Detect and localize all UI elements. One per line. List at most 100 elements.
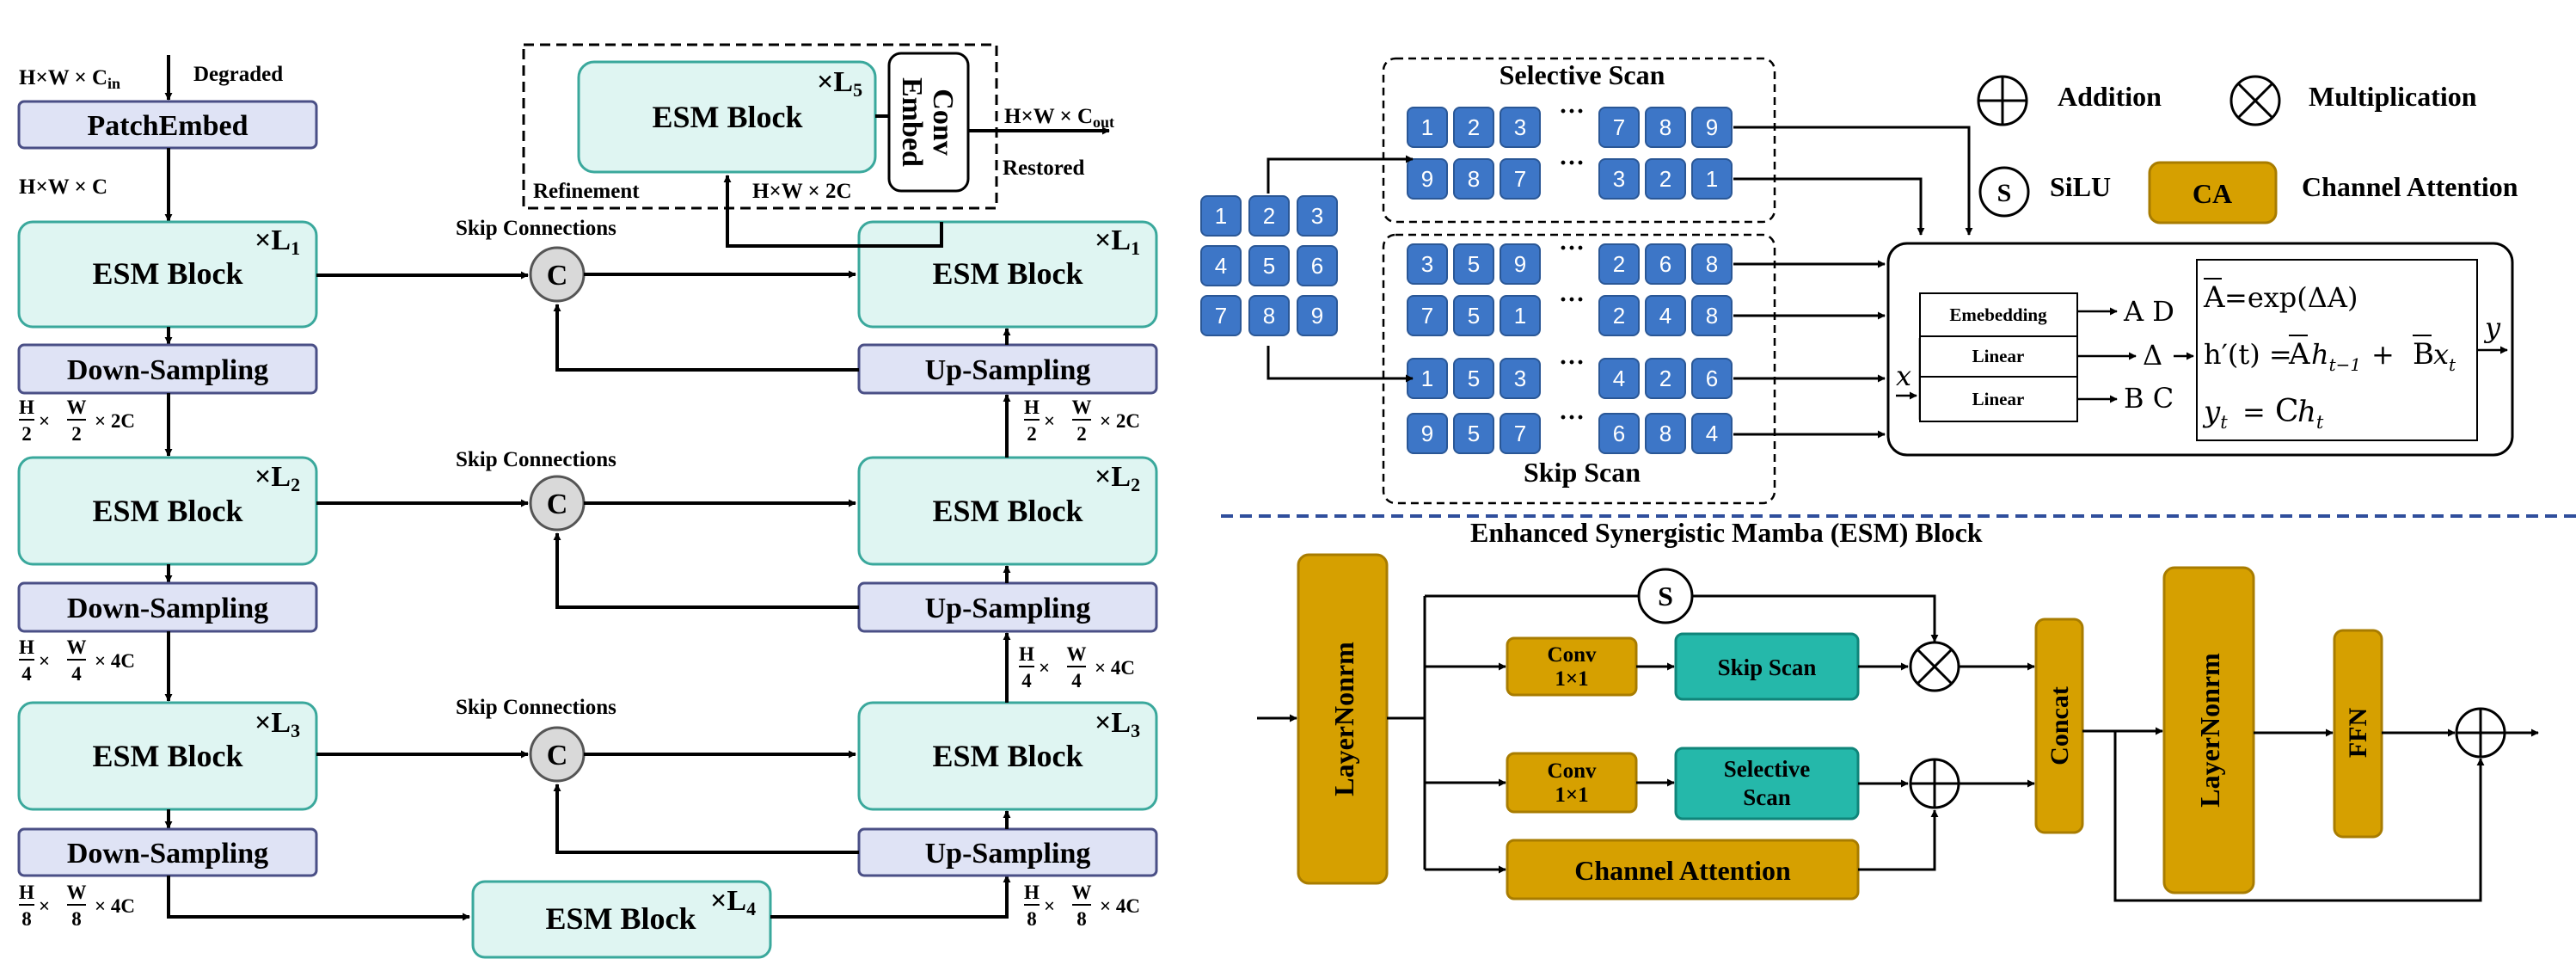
down-sampling-label-2: Down-Sampling: [67, 593, 268, 624]
svg-text:2: 2: [71, 423, 82, 445]
ssm-out-ad: A D: [2123, 295, 2174, 328]
skip-scan-token: 6: [1691, 358, 1733, 399]
svg-text:C: C: [2275, 394, 2299, 429]
multiplication-legend-label: Multiplication: [2309, 81, 2477, 112]
sequence-ellipsis: ···: [1559, 286, 1585, 314]
svg-text:2: 2: [1659, 166, 1671, 192]
refinement-level: ×L5: [817, 66, 862, 101]
refinement-label: Refinement: [533, 180, 640, 203]
sequence-ellipsis: ···: [1559, 149, 1585, 177]
sel-row2-to-ssm: [1733, 177, 1925, 236]
concat-box-label: Concat: [2045, 686, 2074, 765]
svg-text:A: A: [2203, 280, 2225, 315]
skip-scan-token: 9: [1500, 243, 1541, 285]
dim-label-eighth-right: H 8 × W 8 × 4C: [1024, 882, 1140, 930]
up-sampling-label-3: Up-Sampling: [925, 838, 1091, 870]
svg-text:8: 8: [1076, 908, 1087, 930]
svg-text:8: 8: [71, 908, 82, 930]
svg-text:9: 9: [1706, 114, 1718, 140]
encoder-level-3: ×L3: [255, 707, 300, 741]
multiplication-legend-icon: [2229, 75, 2281, 126]
residual-connection: [2113, 731, 2485, 902]
embed-dim-label: H×W × C: [19, 175, 107, 199]
refinement-dim-label: H×W × 2C: [752, 180, 852, 203]
dim-label-half-left: H 2 × W 2 × 2C: [19, 396, 135, 445]
svg-text:4: 4: [1613, 366, 1625, 391]
svg-text:×: ×: [39, 410, 50, 432]
grid-token: 2: [1248, 195, 1290, 237]
skip-scan-token: 4: [1691, 413, 1733, 454]
architecture-panel: H×W × Cin Degraded PatchEmbed H×W × C ES…: [17, 43, 1158, 959]
decoder-esm-label-3: ESM Block: [932, 739, 1083, 773]
svg-text:2: 2: [1468, 114, 1480, 140]
esm-block-detail: Enhanced Synergistic Mamba (ESM) Block L…: [1257, 517, 2539, 902]
svg-text:H: H: [19, 396, 34, 418]
svg-text:=: =: [2242, 396, 2266, 428]
channel-attention-box-label: Channel Attention: [1574, 855, 1791, 886]
addition-legend-label: Addition: [2058, 81, 2162, 112]
silu-legend-symbol: S: [1997, 179, 2012, 207]
encoder-level-1: ×L1: [255, 224, 300, 259]
svg-text:yt: yt: [2202, 395, 2228, 433]
svg-text:H: H: [1024, 882, 1040, 903]
selective-scan-token: 3: [1598, 158, 1640, 200]
svg-text:×: ×: [39, 650, 50, 672]
decoder-level-3: ×L3: [1095, 707, 1140, 741]
svg-text:× 2C: × 2C: [95, 410, 135, 432]
svg-text:B: B: [2413, 337, 2434, 372]
svg-text:8: 8: [1468, 166, 1480, 192]
svg-text:4: 4: [1071, 670, 1082, 691]
degraded-label: Degraded: [193, 63, 283, 86]
selective-scan-token: 7: [1500, 158, 1541, 200]
svg-text:ht−1: ht−1: [2311, 338, 2361, 375]
linear-label-1: Linear: [1972, 346, 2025, 366]
skip-scan-token: 2: [1598, 243, 1640, 285]
svg-text:7: 7: [1514, 166, 1526, 192]
linear-box-1: [1919, 335, 2078, 378]
layernorm-2: [2162, 566, 2255, 894]
skip-scan-token: 6: [1645, 243, 1686, 285]
svg-text:8: 8: [1706, 303, 1718, 329]
conv-top-label-1: Conv: [1548, 643, 1597, 667]
ssm-y-label: y: [2483, 311, 2501, 344]
silu-legend-label: SiLU: [2050, 171, 2111, 202]
up2-to-concat-2: [553, 532, 859, 609]
bottleneck-esm-block: [471, 880, 772, 959]
linear-box-2: [1919, 376, 2078, 422]
bottleneck-esm-label: ESM Block: [545, 901, 696, 936]
silu-to-mult: [1692, 594, 1939, 642]
encoder-level-2: ×L2: [255, 461, 300, 495]
selective-scan-token: 1: [1407, 107, 1448, 148]
svg-text:7: 7: [1514, 421, 1526, 446]
down-sampling-label-3: Down-Sampling: [67, 838, 268, 870]
dim-label-eighth-left: H 8 × W 8 × 4C: [19, 882, 135, 930]
svg-text:8: 8: [1706, 251, 1718, 277]
skip-scan-token: 5: [1453, 295, 1494, 336]
selective-scan-region: [1382, 57, 1776, 224]
skip-scan-token: 6: [1598, 413, 1640, 454]
grid-token: 8: [1248, 295, 1290, 336]
svg-text:H: H: [19, 882, 34, 903]
skip-connections-label-2: Skip Connections: [456, 448, 616, 471]
svg-text:3: 3: [1613, 166, 1625, 192]
skip-scan-box-label: Skip Scan: [1718, 655, 1817, 680]
selective-scan-title: Selective Scan: [1500, 59, 1665, 90]
refinement-region: [522, 43, 998, 210]
grid-to-skip-arrow: [1267, 346, 1414, 383]
svg-text:× 4C: × 4C: [1095, 657, 1135, 679]
svg-text:× 4C: × 4C: [1100, 895, 1140, 917]
svg-text:H: H: [1019, 643, 1034, 665]
encoder-esm-label-2: ESM Block: [92, 494, 242, 528]
equation-3: yt = C ht: [2202, 394, 2324, 433]
svg-text:H: H: [19, 636, 34, 658]
conv-top-label-2: 1×1: [1555, 667, 1588, 691]
svg-text:7: 7: [1613, 114, 1625, 140]
sequence-ellipsis: ···: [1559, 348, 1585, 377]
grid-token: 5: [1248, 245, 1290, 286]
down-sampling-label-1: Down-Sampling: [67, 354, 268, 386]
up-sampling-label-2: Up-Sampling: [925, 593, 1091, 624]
grid-token: 4: [1200, 245, 1242, 286]
skip-scan-token: 8: [1645, 413, 1686, 454]
